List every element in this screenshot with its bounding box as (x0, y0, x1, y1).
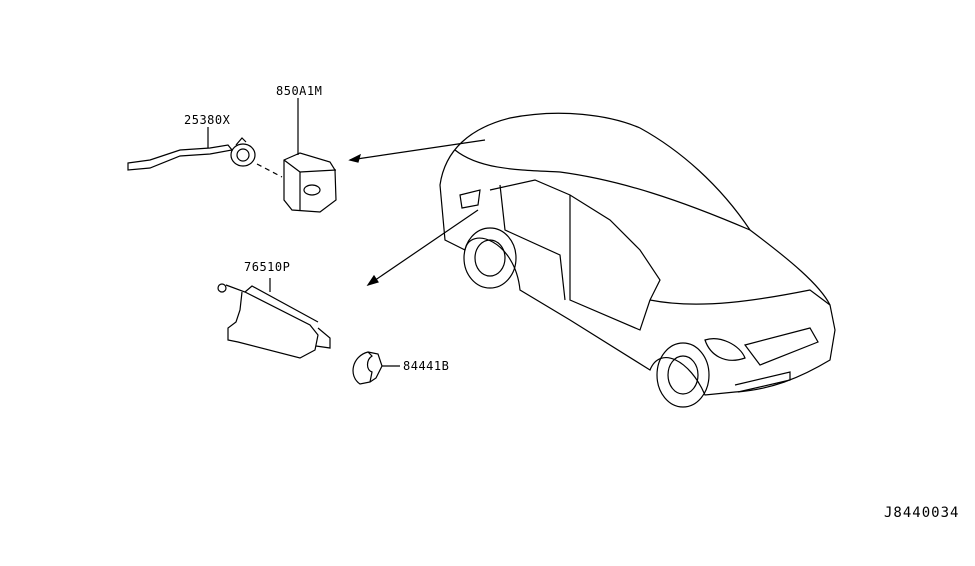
part-label-850a1m: 850A1M (276, 84, 323, 98)
part-850a1m-drawing (283, 98, 337, 213)
part-76510p-drawing (217, 278, 331, 359)
diagram-code: J8440034 (884, 505, 960, 521)
part-25380x-drawing (127, 127, 256, 171)
part-84441b-drawing (352, 351, 400, 385)
connection-line (256, 163, 283, 178)
part-label-84441b: 84441B (403, 359, 450, 373)
leader-arrows (348, 139, 486, 287)
part-label-76510p: 76510P (244, 260, 291, 274)
car-drawing (439, 112, 836, 408)
part-label-25380x: 25380X (184, 113, 231, 127)
